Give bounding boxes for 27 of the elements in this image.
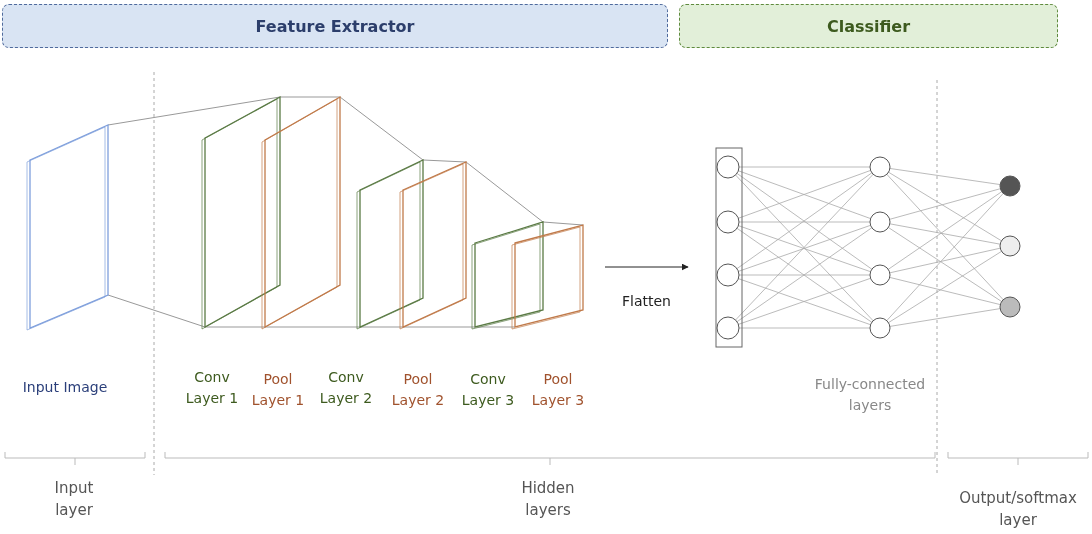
layer-label: Pool Layer 1: [250, 370, 306, 410]
layer-label: Pool Layer 2: [390, 370, 446, 410]
projection-line: [204, 326, 266, 328]
section-banner: [2, 4, 668, 48]
section-banner: [679, 4, 1058, 48]
layer-label: Input Image: [21, 378, 109, 397]
layer-label: Conv Layer 1: [184, 368, 240, 408]
layer-label: Conv Layer 3: [460, 370, 516, 410]
layer-group-label: Hidden layers: [520, 478, 576, 521]
arrow: [604, 263, 689, 271]
layer-label: Pool Layer 3: [530, 370, 586, 410]
banner-title: Feature Extractor: [255, 16, 415, 36]
projection-line: [339, 96, 424, 161]
projection-line: [264, 326, 361, 328]
projection-line: [465, 161, 544, 223]
projection-line: [402, 326, 476, 328]
projection-line: [542, 221, 584, 226]
layer-label: Fully-connected layers: [813, 375, 927, 415]
layer-group-label: Input layer: [53, 478, 95, 521]
projection-line: [107, 294, 206, 328]
layer-group-label: Output/softmax layer: [958, 488, 1078, 531]
projection-line: [422, 159, 467, 163]
banner-title: Classifier: [826, 16, 911, 36]
projection-line: [359, 326, 404, 328]
projection-line: [279, 96, 341, 98]
layer-label: Conv Layer 2: [318, 368, 374, 408]
projection-line: [107, 96, 281, 126]
